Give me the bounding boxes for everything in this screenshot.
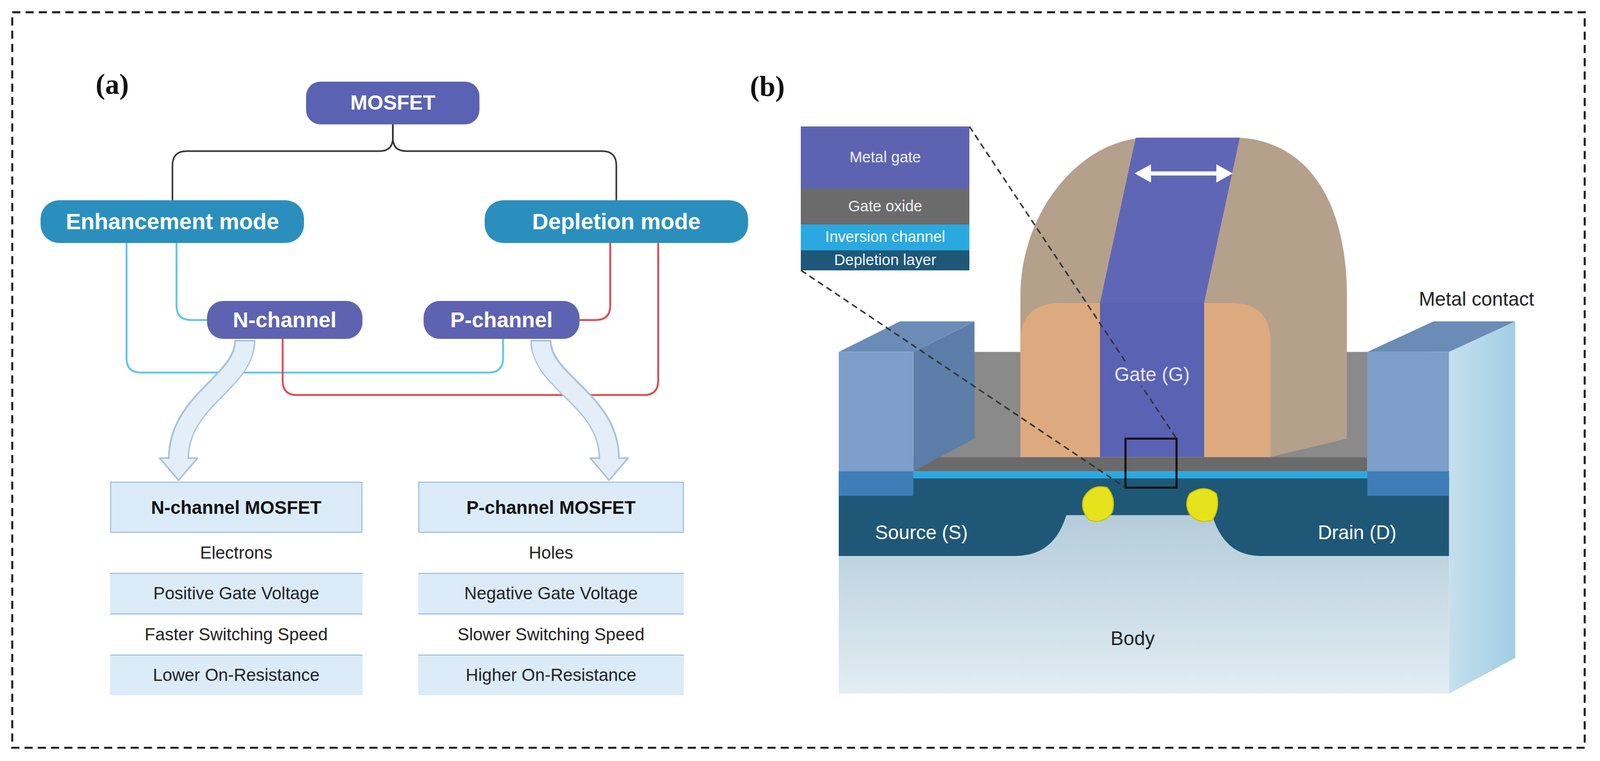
arrow-fill (178, 341, 245, 459)
mode-box: Enhancement mode (40, 200, 304, 243)
inversion-layer-strip (838, 470, 1449, 479)
node-text: Enhancement mode (65, 209, 280, 234)
arrow-head (590, 457, 628, 480)
node-text: Gate oxide (848, 198, 922, 215)
node-text: P-channel (450, 308, 553, 332)
charge-blob (1186, 488, 1219, 522)
zoom-box (1125, 438, 1177, 488)
mode-box: Depletion mode (484, 200, 749, 243)
part-label: Gate (G) (1111, 362, 1193, 387)
channel-box: P-channel (423, 300, 580, 339)
left-spacer (1020, 302, 1101, 457)
oxide-front-strip (913, 456, 1368, 471)
table-row: Lower On-Resistance (110, 654, 362, 695)
node-text: Positive Gate Voltage (153, 583, 320, 603)
contact-top (1367, 321, 1516, 352)
comparison-table: P-channel MOSFET HolesNegative Gate Volta… (418, 481, 684, 694)
contact-base (838, 470, 914, 496)
node-text: Higher On-Resistance (465, 665, 637, 685)
layer-band: Metal gate (800, 126, 970, 189)
node-text: Faster Switching Speed (144, 624, 329, 644)
node-text: Holes (528, 543, 574, 563)
layer-band: Gate oxide (800, 188, 970, 225)
part-label: Source (S) (875, 522, 968, 544)
gate-length-arrow (1146, 171, 1221, 176)
mode-link (579, 242, 611, 320)
brace-line (393, 124, 617, 200)
node-text: Slower Switching Speed (457, 624, 645, 644)
channel-box: N-channel (207, 300, 362, 339)
layer-band: Depletion layer (800, 250, 970, 271)
table-row: Higher On-Resistance (418, 654, 684, 695)
node-text: Metal gate (849, 149, 921, 166)
spacer-dome (1020, 137, 1348, 457)
table-header: P-channel MOSFET (419, 482, 683, 532)
node-text: MOSFET (350, 91, 436, 115)
table-row: Positive Gate Voltage (110, 572, 362, 614)
hollow-arrow (541, 339, 629, 480)
zoom-leader (969, 126, 1177, 439)
root-box: MOSFET (306, 81, 480, 125)
arrow-fill (541, 341, 610, 459)
layer-band: Inversion channel (800, 224, 970, 250)
node-text: Negative Gate Voltage (464, 583, 638, 603)
hollow-arrow (159, 339, 245, 480)
panel-label: (b) (749, 71, 785, 103)
connector-line (393, 124, 617, 200)
gate-electrode (1100, 302, 1205, 457)
node-text: N-channel (232, 308, 337, 332)
right-spacer (1203, 302, 1271, 457)
gate-top (1100, 137, 1240, 303)
node-text: Depletion mode (532, 209, 701, 234)
panel-label: (a) (95, 69, 129, 101)
table-row: Slower Switching Speed (418, 613, 684, 654)
zoom-leader (800, 270, 1126, 488)
table-row: Negative Gate Voltage (418, 572, 684, 614)
body-front-face (838, 470, 1449, 694)
part-label: Metal contact (1418, 288, 1535, 310)
table-header: N-channel MOSFET (111, 482, 361, 532)
left-metal-contact (838, 351, 914, 471)
node-text: Lower On-Resistance (152, 665, 320, 685)
charge-blob (1082, 486, 1114, 522)
connector-line (176, 242, 208, 320)
part-label: Drain (D) (1317, 522, 1397, 544)
mode-link (176, 242, 208, 320)
table-row: Electrons (110, 531, 362, 573)
comparison-table: N-channel MOSFET ElectronsPositive Gate V… (110, 481, 362, 694)
arrow-head (1216, 164, 1233, 183)
node-text: Electrons (200, 543, 273, 563)
dashed-frame (12, 12, 1585, 748)
part-label: Body (1110, 627, 1155, 650)
node-text: Depletion layer (833, 251, 937, 269)
connector-line (579, 242, 611, 320)
contact-base (1367, 470, 1449, 496)
arrow-head (1134, 164, 1152, 183)
right-metal-contact (1367, 351, 1449, 471)
node-text: Inversion channel (825, 228, 946, 246)
table-row: Faster Switching Speed (110, 613, 362, 654)
table-row: Holes (418, 531, 684, 573)
body-side-face (1448, 321, 1516, 694)
source-drain-region (838, 477, 1449, 556)
arrow-head (159, 457, 198, 480)
connector-line (172, 124, 393, 200)
brace-line (172, 124, 393, 200)
contact-top (838, 321, 975, 352)
